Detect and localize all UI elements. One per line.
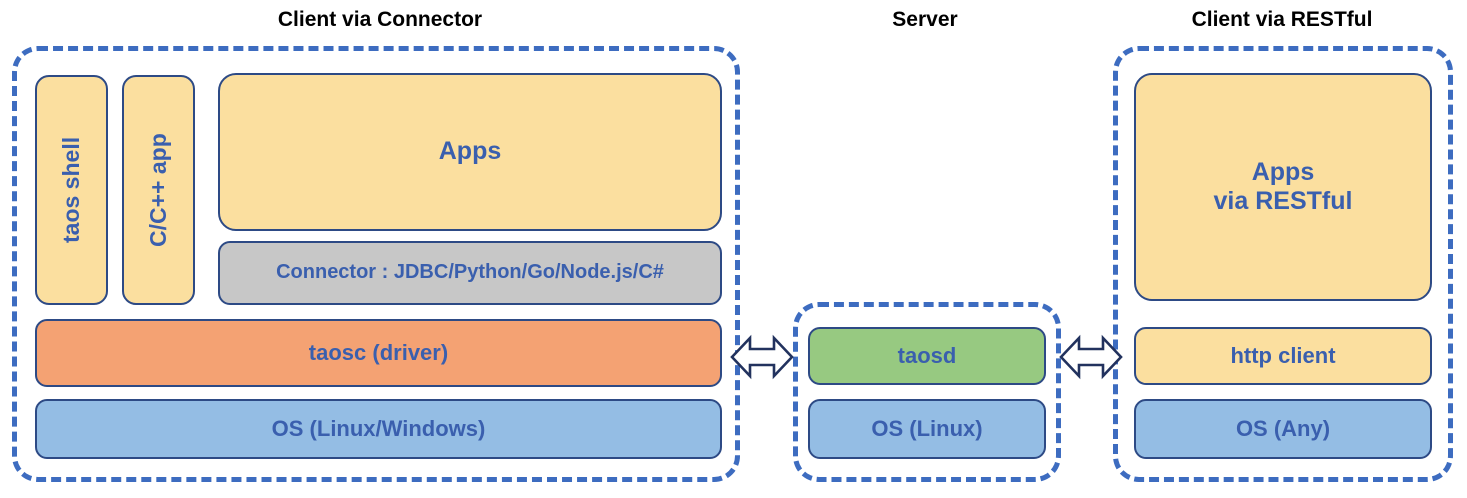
double-headed-arrow-icon-right xyxy=(1059,326,1123,388)
box-http-client[interactable]: http client xyxy=(1134,327,1432,385)
box-apps-via-restful-line2: via RESTful xyxy=(1213,187,1353,215)
box-os-linux-windows[interactable]: OS (Linux/Windows) xyxy=(35,399,722,459)
box-apps-via-restful-line1: Apps xyxy=(1251,157,1315,186)
group-title-server: Server xyxy=(892,8,958,31)
box-taos-shell[interactable]: taos shell xyxy=(35,75,108,305)
box-taosd[interactable]: taosd xyxy=(808,327,1046,385)
group-title-client-restful: Client via RESTful xyxy=(1191,8,1373,31)
box-connector-libraries[interactable]: Connector : JDBC/Python/Go/Node.js/C# xyxy=(218,241,722,305)
panel-client-restful xyxy=(1113,46,1453,482)
box-apps[interactable]: Apps xyxy=(218,73,722,231)
panel-server xyxy=(793,302,1061,482)
panel-client-connector xyxy=(12,46,740,482)
box-os-any[interactable]: OS (Any) xyxy=(1134,399,1432,459)
double-headed-arrow-icon-left xyxy=(730,326,794,388)
group-title-client-connector: Client via Connector xyxy=(277,8,483,31)
box-apps-via-restful[interactable]: Apps via RESTful xyxy=(1134,73,1432,301)
box-cpp-app[interactable]: C/C++ app xyxy=(122,75,195,305)
box-taosc-driver[interactable]: taosc (driver) xyxy=(35,319,722,387)
box-os-linux[interactable]: OS (Linux) xyxy=(808,399,1046,459)
